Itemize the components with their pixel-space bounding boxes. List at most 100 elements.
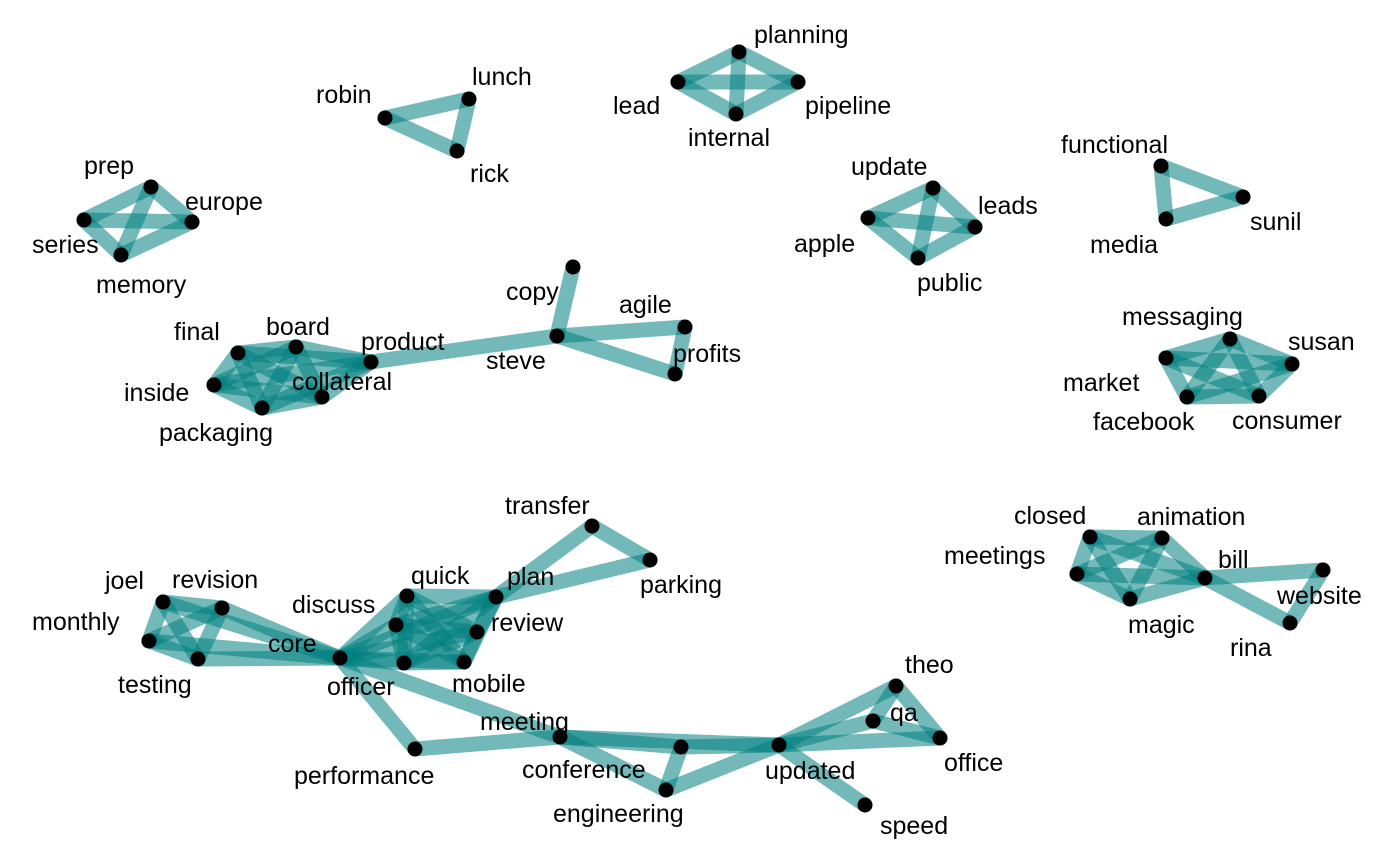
label-discuss: discuss <box>292 591 375 619</box>
label-parking: parking <box>640 571 722 599</box>
edge-leads-public <box>910 219 983 266</box>
node-planning <box>731 44 747 60</box>
label-plan: plan <box>507 563 554 591</box>
label-collateral: collateral <box>292 368 392 396</box>
label-internal: internal <box>688 124 770 152</box>
label-profits: profits <box>673 340 741 368</box>
edge-sunil-media <box>1158 189 1251 227</box>
label-revision: revision <box>172 566 258 594</box>
edge-testing-core <box>190 650 348 667</box>
label-speed: speed <box>880 812 948 840</box>
node-europe <box>184 214 200 230</box>
label-lunch: lunch <box>472 63 532 91</box>
edge-susan-consumer <box>1251 356 1300 404</box>
label-messaging: messaging <box>1122 303 1243 331</box>
edge-bill-rina <box>1197 570 1298 631</box>
label-monthly: monthly <box>32 608 120 636</box>
edge-copy-steve <box>549 259 581 344</box>
edge-functional-sunil <box>1153 158 1251 205</box>
node-revision <box>214 600 230 616</box>
node-speed <box>857 797 873 813</box>
node-internal <box>728 106 744 122</box>
node-bill <box>1197 570 1213 586</box>
edge-bill-website <box>1197 562 1331 586</box>
edge-functional-media <box>1153 158 1174 227</box>
edge-animation-magic <box>1122 530 1170 607</box>
label-leads: leads <box>978 192 1038 220</box>
label-final: final <box>174 318 220 346</box>
node-product <box>363 354 379 370</box>
edge-agile-steve <box>549 319 693 344</box>
label-animation: animation <box>1137 503 1245 531</box>
label-packaging: packaging <box>159 419 273 447</box>
edge-updated-office <box>771 730 948 753</box>
label-joel: joel <box>104 567 144 595</box>
label-officer: officer <box>327 673 395 701</box>
node-theo <box>888 678 904 694</box>
node-conference <box>673 739 689 755</box>
node-prep <box>143 179 159 195</box>
node-meetings <box>1069 566 1085 582</box>
label-agile: agile <box>619 291 672 319</box>
label-robin: robin <box>316 81 372 109</box>
label-transfer: transfer <box>505 492 590 520</box>
node-functional <box>1153 158 1169 174</box>
node-monthly <box>141 633 157 649</box>
node-memory <box>113 247 129 263</box>
node-joel <box>155 594 171 610</box>
node-lead <box>670 74 686 90</box>
label-media: media <box>1090 231 1158 259</box>
label-public: public <box>917 269 982 297</box>
label-rick: rick <box>470 160 509 188</box>
node-qa <box>865 713 881 729</box>
edge-transfer-parking <box>584 518 658 568</box>
label-copy: copy <box>506 278 559 306</box>
label-website: website <box>1276 582 1362 610</box>
node-parking <box>642 552 658 568</box>
node-robin <box>377 110 393 126</box>
edge-agile-profits <box>667 319 693 382</box>
node-agile <box>677 319 693 335</box>
label-closed: closed <box>1014 502 1086 530</box>
edge-pipeline-internal <box>728 74 806 122</box>
label-updated: updated <box>765 757 855 785</box>
node-engineering <box>658 782 674 798</box>
node-series <box>76 212 92 228</box>
label-prep: prep <box>84 152 134 180</box>
node-performance <box>407 741 423 757</box>
label-facebook: facebook <box>1093 408 1195 436</box>
node-facebook <box>1179 389 1195 405</box>
label-magic: magic <box>1128 611 1195 639</box>
label-rina: rina <box>1230 634 1272 662</box>
label-market: market <box>1063 369 1139 397</box>
edge-europe-series <box>76 212 200 230</box>
label-pipeline: pipeline <box>805 92 891 120</box>
label-consumer: consumer <box>1232 407 1342 435</box>
label-product: product <box>361 328 444 356</box>
label-core: core <box>268 630 317 658</box>
label-bill: bill <box>1218 546 1249 574</box>
node-animation <box>1154 530 1170 546</box>
node-testing <box>190 651 206 667</box>
label-inside: inside <box>124 379 189 407</box>
label-meeting: meeting <box>480 708 569 736</box>
label-theo: theo <box>905 651 954 679</box>
label-qa: qa <box>890 699 918 727</box>
edge-board-inside <box>206 339 304 393</box>
node-rick <box>449 143 465 159</box>
node-website <box>1315 562 1331 578</box>
edge-updated-speed <box>771 737 873 813</box>
node-updated <box>771 737 787 753</box>
label-update: update <box>851 153 927 181</box>
node-sunil <box>1235 189 1251 205</box>
edge-core-performance <box>332 650 423 757</box>
label-quick: quick <box>411 562 470 590</box>
edge-website-rina <box>1282 562 1331 631</box>
label-sunil: sunil <box>1250 208 1301 236</box>
node-rina <box>1282 615 1298 631</box>
label-apple: apple <box>794 230 855 258</box>
node-mobile <box>456 654 472 670</box>
